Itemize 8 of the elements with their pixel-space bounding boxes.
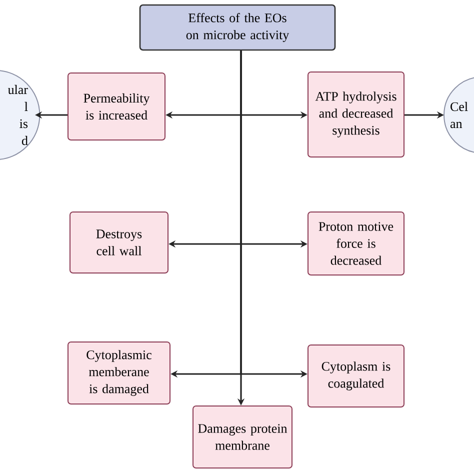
title-box: Effects of the EOs on microbe activity	[139, 4, 336, 51]
effect-box: Damages protein membrane	[192, 406, 292, 468]
effect-box: Proton motive force is decreased	[308, 212, 404, 276]
effect-box: Cytoplasmic memberane is damaged	[68, 342, 170, 404]
effect-box: Permeability is increased	[68, 72, 166, 140]
effect-box: Destroys cell wall	[70, 212, 168, 274]
effect-box: ATP hydrolysis and decreased synthesis	[308, 72, 404, 158]
effect-box: Cytoplasm is coagulated	[308, 344, 404, 408]
